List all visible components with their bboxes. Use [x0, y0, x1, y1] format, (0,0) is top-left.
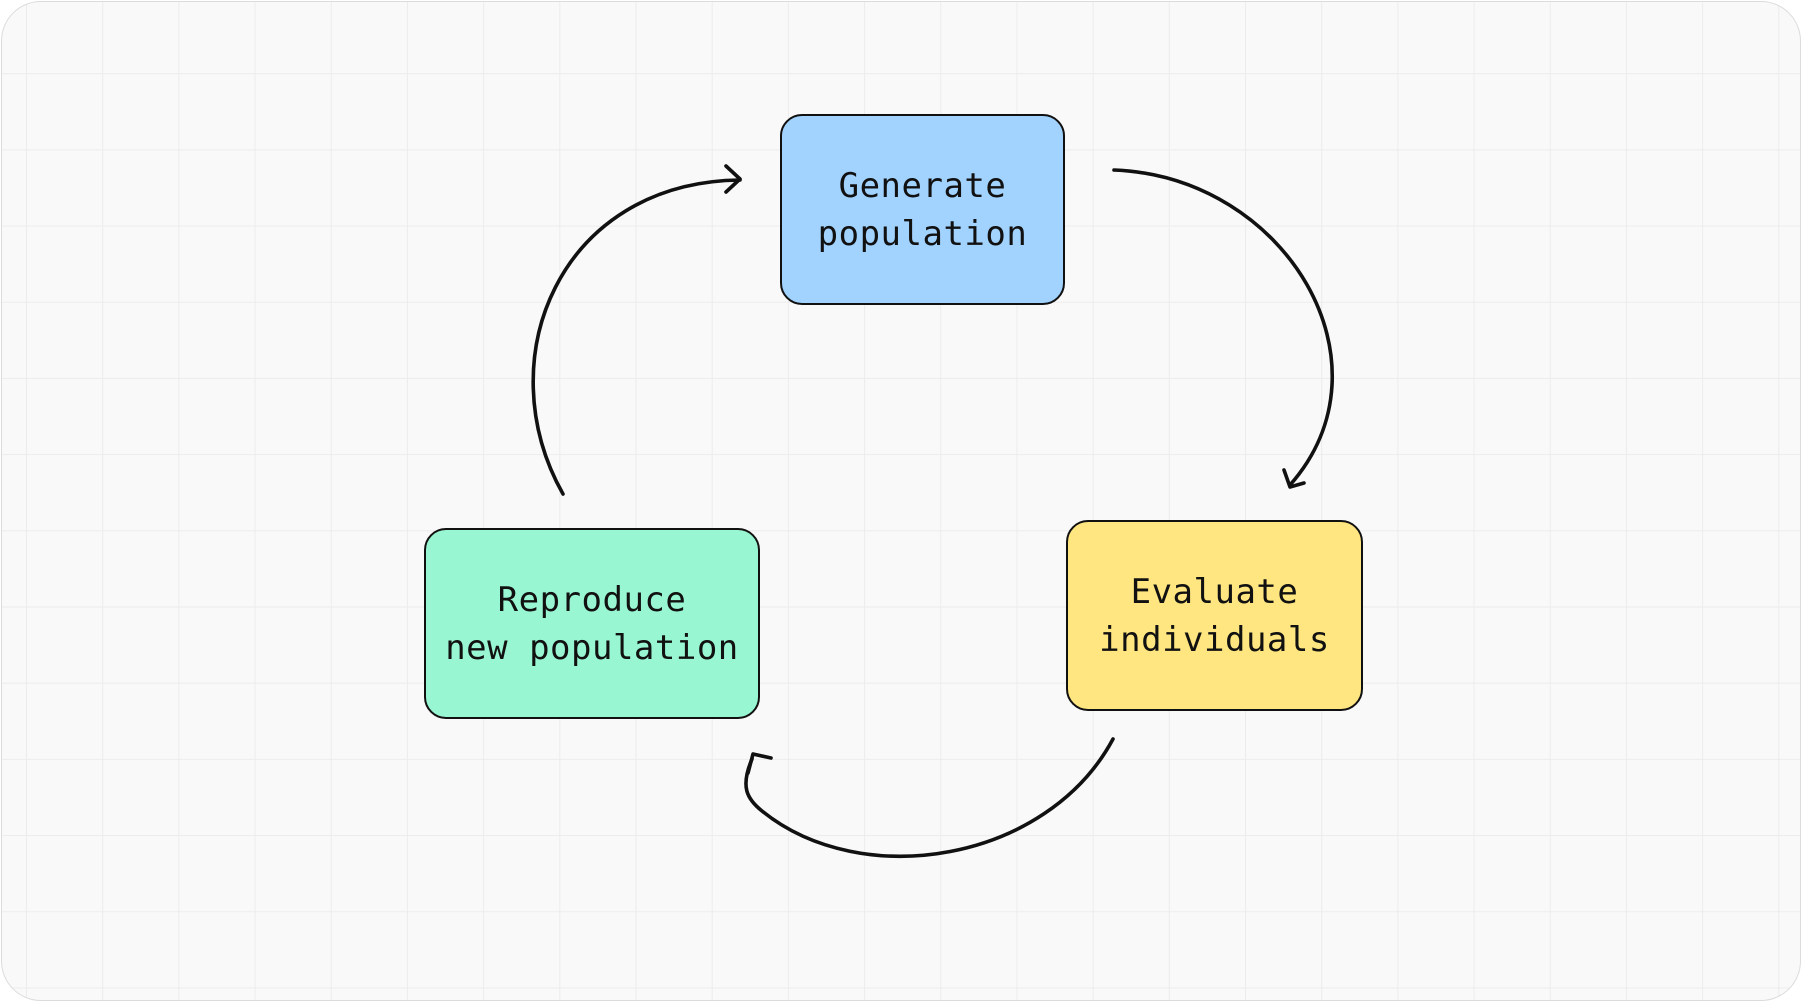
node-reproduce-line-2: new population — [445, 627, 739, 668]
node-generate-population[interactable]: Generate population — [780, 114, 1065, 305]
arrow-evaluate-to-reproduce — [744, 737, 1115, 858]
node-generate-line-2: population — [817, 213, 1028, 254]
node-generate-line-1: Generate — [838, 165, 1007, 206]
node-evaluate-line-2: individuals — [1099, 619, 1330, 660]
arrow-generate-to-evaluate — [1112, 168, 1334, 489]
node-evaluate-individuals[interactable]: Evaluate individuals — [1066, 520, 1363, 711]
node-reproduce-new-population[interactable]: Reproduce new population — [424, 528, 760, 719]
arrow-reproduce-to-generate — [531, 164, 742, 496]
node-reproduce-line-1: Reproduce — [497, 579, 687, 620]
node-evaluate-line-1: Evaluate — [1130, 571, 1299, 612]
